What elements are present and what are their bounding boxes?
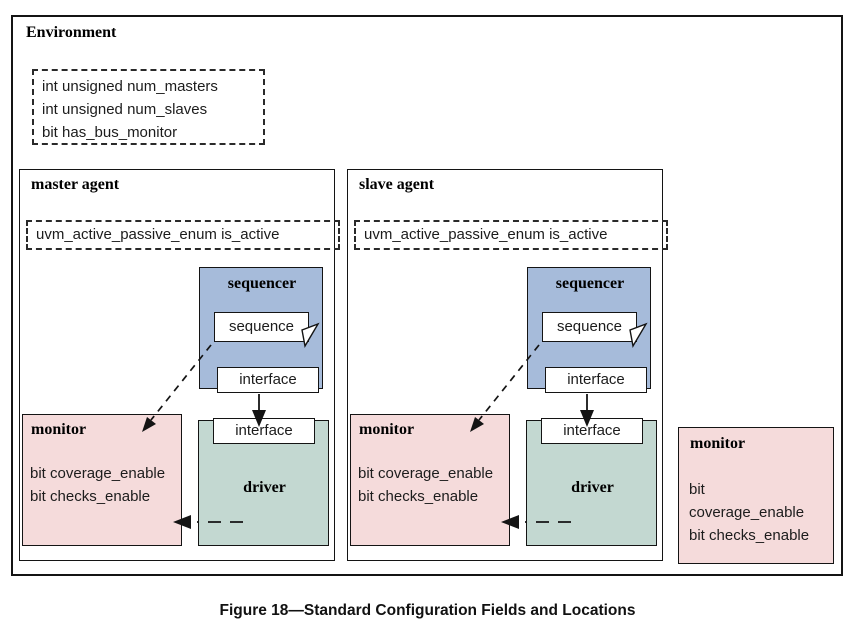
- slave-sequencer-interface-box: interface: [545, 367, 647, 393]
- slave-monitor-fields: bit coverage_enable bit checks_enable: [358, 462, 493, 508]
- environment-title: Environment: [26, 24, 117, 41]
- config-field-num-slaves: int unsigned num_slaves: [42, 101, 208, 118]
- master-monitor-field-coverage: bit coverage_enable: [30, 465, 166, 482]
- master-driver-title: driver: [243, 479, 286, 496]
- slave-monitor-title: monitor: [359, 421, 415, 438]
- bus-monitor-box: monitor bit coverage_enable bit checks_e…: [678, 427, 834, 564]
- config-field-has-bus-monitor: bit has_bus_monitor: [42, 124, 178, 141]
- bus-monitor-title: monitor: [690, 435, 746, 452]
- master-monitor-box: monitor bit coverage_enable bit checks_e…: [22, 414, 182, 546]
- master-sequencer-title: sequencer: [227, 275, 297, 292]
- slave-driver-interface-box: interface: [541, 418, 643, 444]
- slave-monitor-field-checks: bit checks_enable: [358, 488, 479, 505]
- environment-config-fields-box: int unsigned num_masters int unsigned nu…: [32, 69, 265, 145]
- master-monitor-title: monitor: [31, 421, 87, 438]
- config-field-num-masters: int unsigned num_masters: [42, 78, 218, 95]
- slave-monitor-field-coverage: bit coverage_enable: [358, 465, 494, 482]
- master-is-active-field-box: uvm_active_passive_enum is_active: [26, 220, 340, 250]
- bus-monitor-field-line3: bit checks_enable: [689, 527, 810, 544]
- slave-driver-title: driver: [571, 479, 614, 496]
- figure-caption: Figure 18—Standard Configuration Fields …: [219, 602, 636, 619]
- master-sequence-note: sequence: [214, 312, 309, 342]
- master-sequencer-interface-box: interface: [217, 367, 319, 393]
- master-monitor-field-checks: bit checks_enable: [30, 488, 151, 505]
- master-agent-box: master agent uvm_active_passive_enum is_…: [19, 169, 340, 561]
- master-sequence-label: sequence: [228, 318, 295, 335]
- slave-agent-title: slave agent: [359, 176, 435, 193]
- slave-sequencer-title: sequencer: [555, 275, 625, 292]
- bus-monitor-field-line1: bit: [689, 481, 705, 498]
- slave-sequence-note: sequence: [542, 312, 637, 342]
- bus-monitor-fields: bit coverage_enable bit checks_enable: [689, 478, 809, 547]
- slave-monitor-box: monitor bit coverage_enable bit checks_e…: [350, 414, 510, 546]
- bus-monitor-field-line2: coverage_enable: [689, 504, 805, 521]
- master-monitor-fields: bit coverage_enable bit checks_enable: [30, 462, 165, 508]
- slave-sequence-label: sequence: [556, 318, 623, 335]
- environment-box: Environment int unsigned num_masters int…: [11, 15, 843, 576]
- slave-agent-box: slave agent uvm_active_passive_enum is_a…: [347, 169, 668, 561]
- master-driver-interface-box: interface: [213, 418, 315, 444]
- master-agent-title: master agent: [31, 176, 120, 193]
- slave-is-active-field-box: uvm_active_passive_enum is_active: [354, 220, 668, 250]
